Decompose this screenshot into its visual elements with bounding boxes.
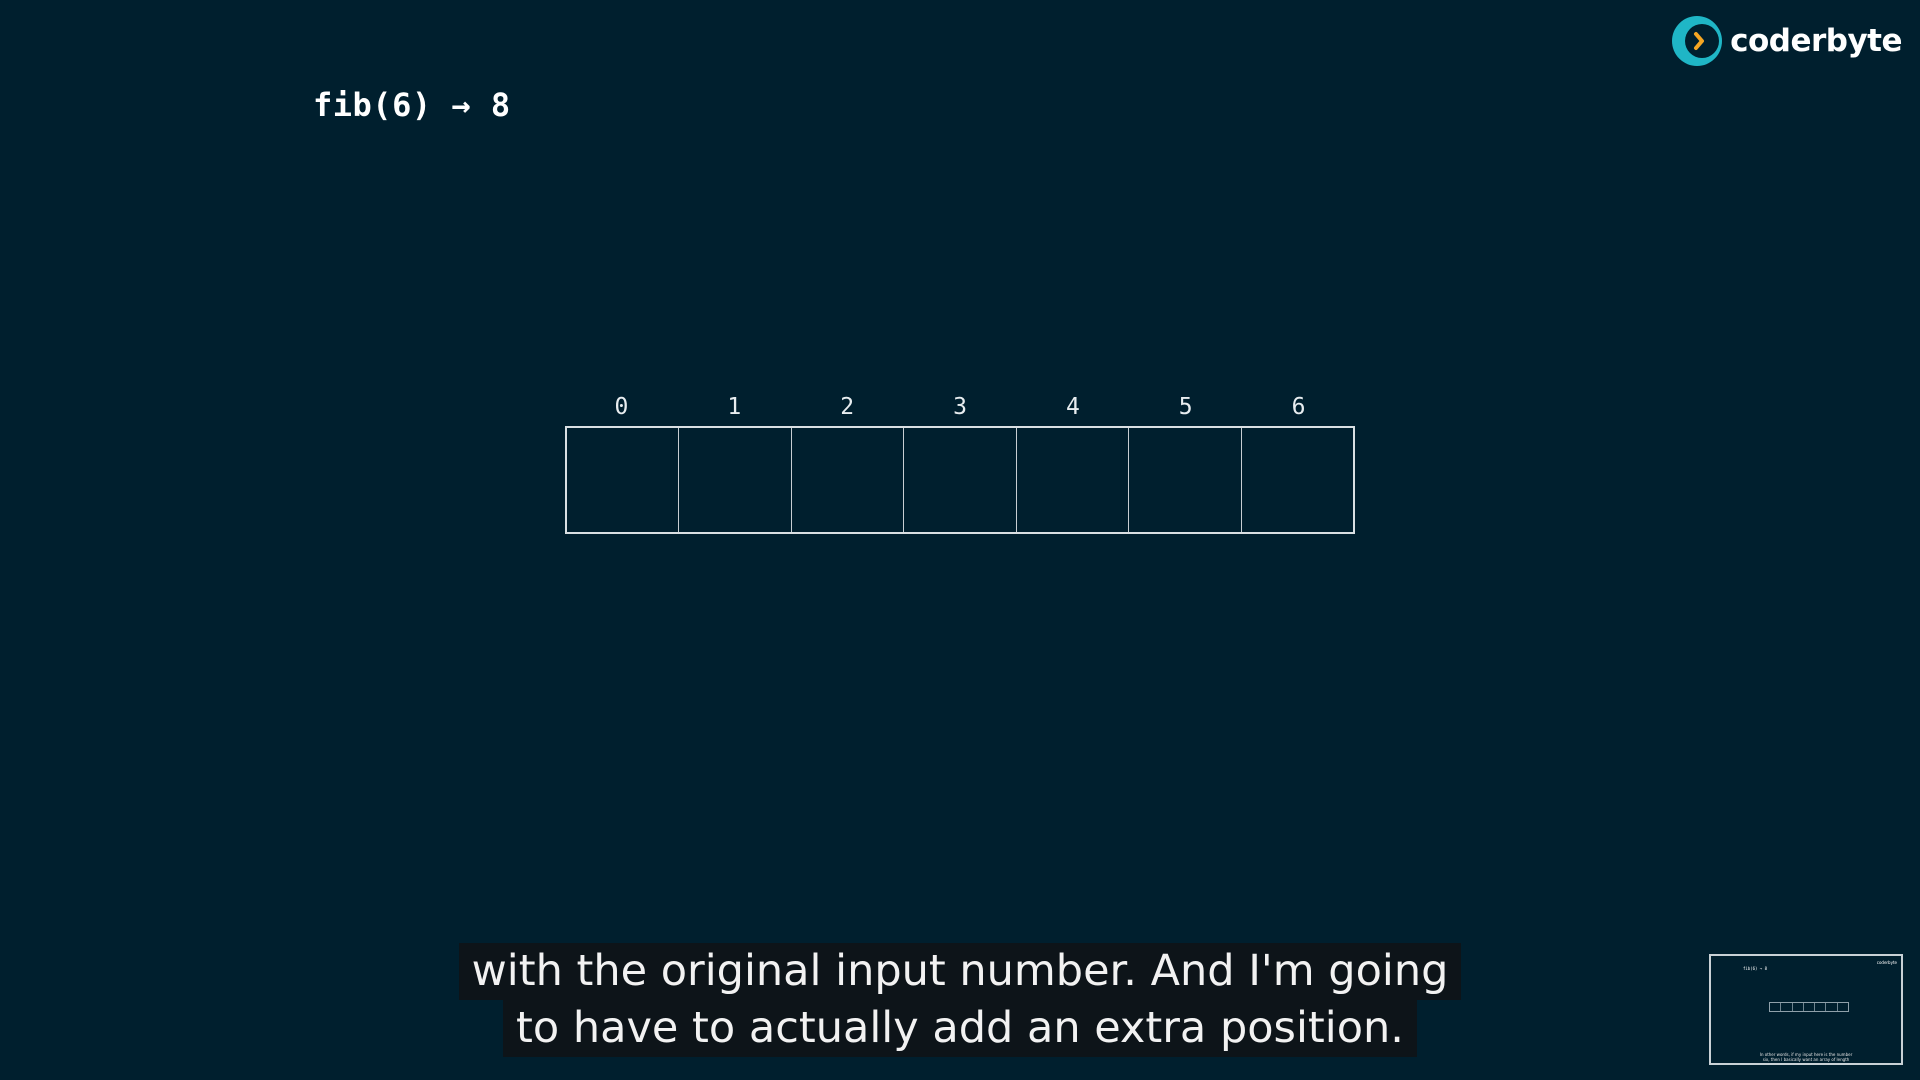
array-cell	[904, 428, 1017, 532]
preview-array	[1769, 1002, 1849, 1012]
array-index: 4	[1065, 394, 1080, 420]
subtitles: with the original input number. And I'm …	[0, 943, 1920, 1057]
array-index: 5	[1178, 394, 1193, 420]
array-cell	[567, 428, 680, 532]
array-cell	[792, 428, 905, 532]
array-index: 3	[953, 394, 967, 420]
array-cell	[1129, 428, 1242, 532]
preview-expression: fib(6) → 8	[1743, 966, 1768, 971]
video-preview-thumbnail[interactable]: fib(6) → 8 coderbyte In other words, if …	[1709, 954, 1903, 1065]
array-diagram: 0 1 2 3 4 5 6	[565, 388, 1355, 534]
array-cell	[1017, 428, 1130, 532]
coderbyte-logo-icon	[1672, 16, 1723, 66]
array-cell	[1242, 428, 1353, 532]
coderbyte-logo: coderbyte	[1670, 14, 1902, 68]
preview-caption-line-1: In other words, if my input here is the …	[1759, 1052, 1853, 1057]
array-indices: 0 1 2 3 4 5 6	[565, 388, 1355, 426]
preview-caption-line-2: six, then I basically want an array of l…	[1762, 1057, 1850, 1062]
array-index: 2	[840, 394, 855, 420]
array-index: 0	[614, 394, 629, 420]
array-cells	[565, 426, 1355, 534]
preview-logo: coderbyte	[1876, 960, 1897, 965]
fib-expression: fib(6) → 8	[313, 86, 511, 124]
array-cell	[679, 428, 792, 532]
subtitle-line-1: with the original input number. And I'm …	[458, 943, 1462, 1000]
subtitle-line-2: to have to actually add an extra positio…	[503, 1000, 1417, 1057]
array-index: 6	[1291, 394, 1306, 420]
array-index: 1	[727, 394, 742, 420]
logo-wordmark: coderbyte	[1730, 23, 1902, 59]
